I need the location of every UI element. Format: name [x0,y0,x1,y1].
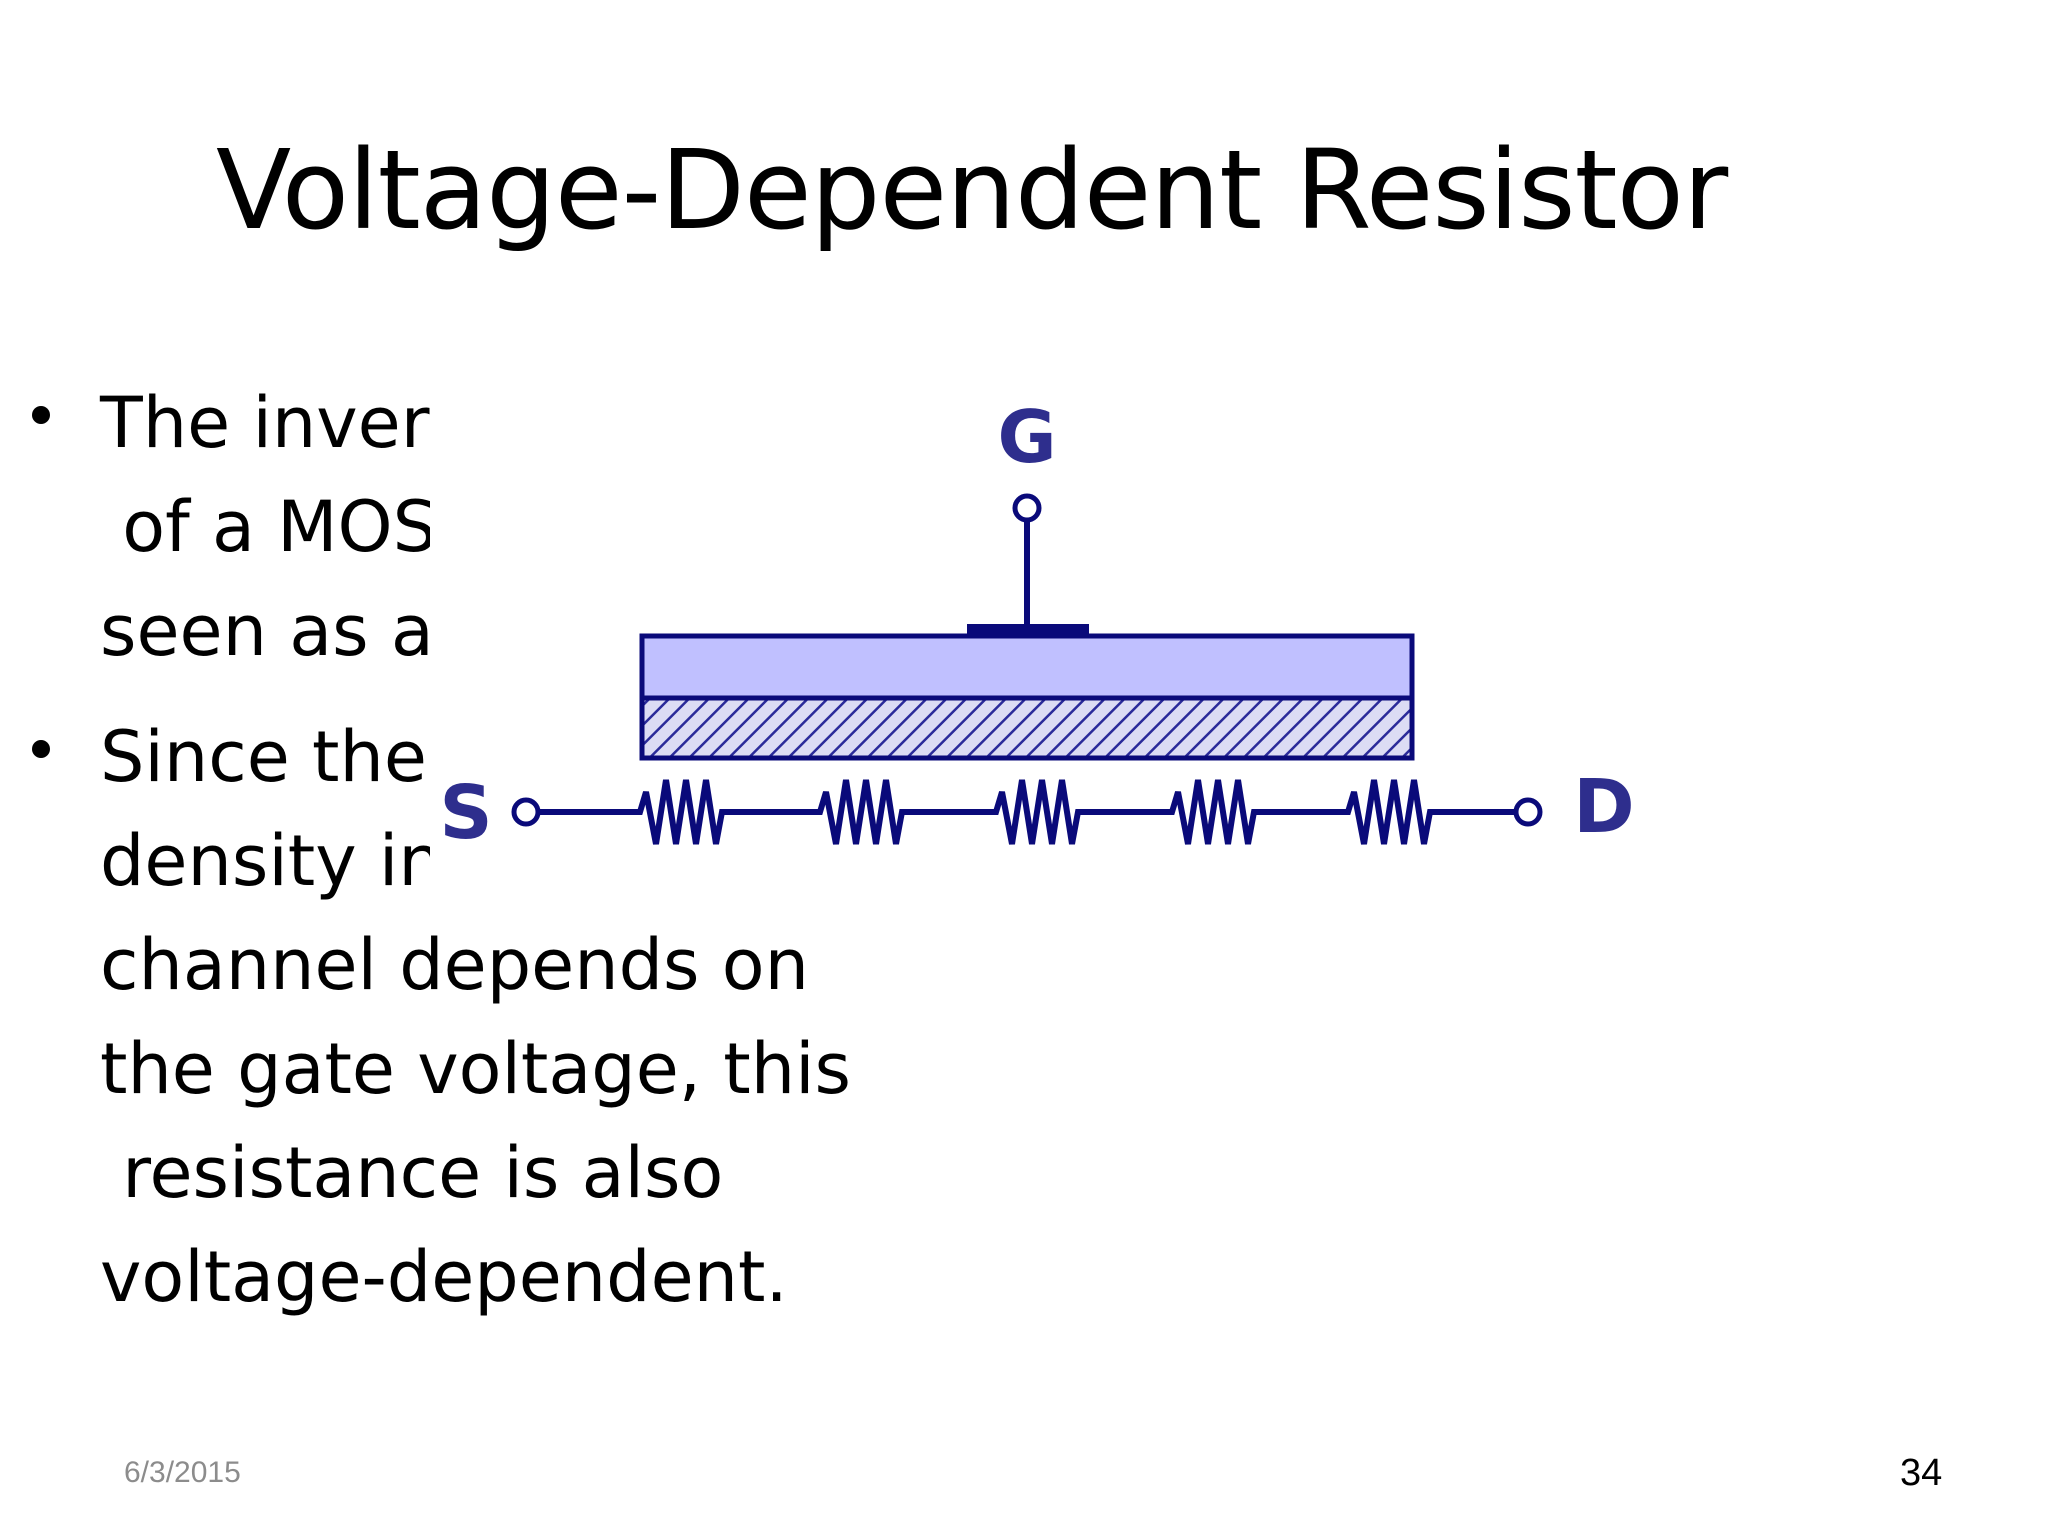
gate-terminal-icon [1012,493,1042,523]
bullet-2-line-4: the gate voltage, this [100,1028,851,1110]
drain-terminal-icon [1513,797,1543,827]
bullet-2-line-3: channel depends on [100,924,809,1006]
bullet-marker [32,406,50,424]
bullet-2-line-1: Since the [100,716,427,798]
bullet-2-line-2: density in [100,820,443,902]
source-terminal-icon [511,797,541,827]
slide-page-number: 34 [1900,1452,1943,1494]
drain-label: D [1573,764,1634,850]
bullet-2-line-5: resistance is also [100,1132,724,1214]
bullet-1-line-3: seen as a [100,590,434,672]
slide-date: 6/3/2015 [124,1456,241,1489]
bullet-2-line-6: voltage-dependent. [100,1236,788,1318]
resistor-chain-wire [538,779,1516,845]
slide-title: Voltage-Dependent Resistor [216,126,1728,254]
bullet-1-line-2: of a MOS [100,486,438,568]
gate-label: G [997,395,1056,479]
gate-layer [639,633,1415,701]
channel-layer [639,695,1415,761]
source-label: S [439,770,492,856]
bullet-marker [32,740,50,758]
